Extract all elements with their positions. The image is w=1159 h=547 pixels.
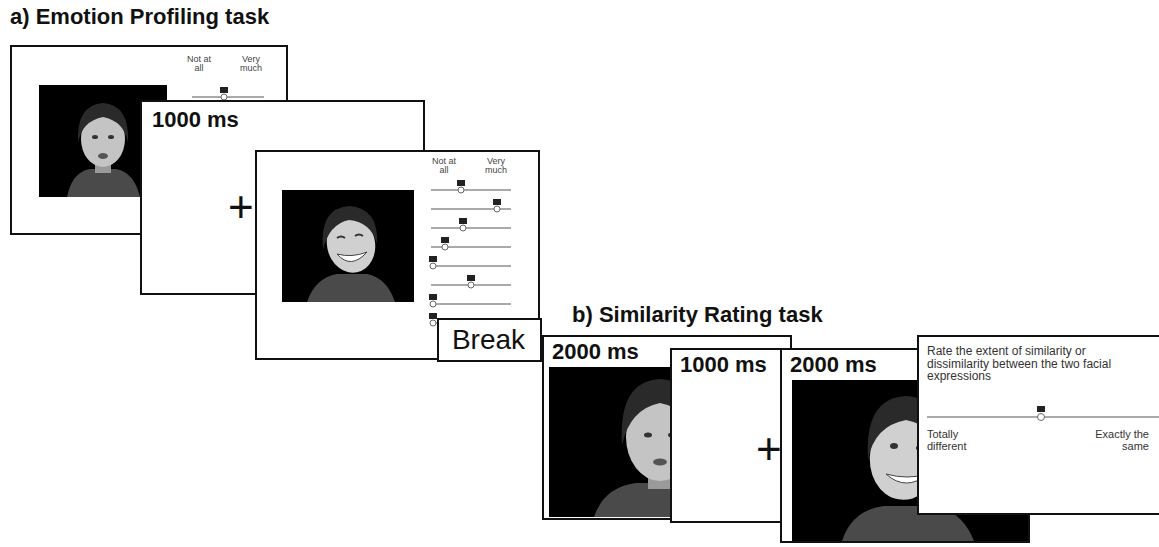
panel-title: a) Emotion Profiling task [10,4,269,30]
face-and-sliders-part [459,218,467,224]
rating-screen: Rate the extent of similarity or dissimi… [917,335,1159,515]
face-and-slider-part [192,96,264,98]
face-and-sliders-part [323,206,378,250]
face-and-sliders-part [458,187,464,193]
face-and-sliders-part [429,294,437,300]
face-and-sliders-part [429,313,437,319]
face-and-slider-part [220,87,228,93]
face-and-sliders-part [467,275,475,281]
duration-label: 2000 ms [790,353,877,376]
rating-slider-part [1038,414,1045,421]
face-and-sliders-part [441,237,449,243]
face-picture-part [653,459,667,466]
face-and-sliders-part [430,263,436,269]
face-and-sliders-part [337,252,367,262]
break-box: Break [437,318,542,362]
face-and-sliders-part [431,303,511,305]
duration-label: 1000 ms [680,353,767,376]
rating-slider-part [1037,406,1045,412]
face-and-slider-part [78,103,128,143]
face-and-sliders-part [430,187,500,326]
face-and-sliders-part [468,282,474,288]
face-and-sliders-part [282,190,414,302]
face-and-sliders-part [431,265,511,267]
face-and-slider-part [98,153,108,159]
face-and-sliders-part [355,235,363,237]
scale-label: Very much [479,157,513,176]
face-and-sliders-part [457,180,465,186]
face-and-slider-part [108,135,114,139]
scale-label: Very much [234,55,268,74]
face-and-sliders-part [431,189,511,191]
face-picture-part [644,433,652,438]
face-and-sliders-part [429,256,437,262]
face-and-sliders-part [307,274,395,302]
duration-label: 2000 ms [552,340,639,363]
rating-question: Rate the extent of similarity or dissimi… [927,345,1149,383]
face-and-sliders-part [460,225,466,231]
scale-label: Not at all [182,55,216,74]
face-and-sliders-part [430,320,436,326]
face-and-sliders-part [431,190,511,323]
face-and-sliders-part [493,199,501,205]
face-and-slider-part [92,135,98,139]
panel-title: b) Similarity Rating task [572,302,823,328]
fixation-cross: + [228,184,254,230]
face-and-sliders-part [337,237,345,239]
face-and-sliders-part [442,244,448,250]
face-and-sliders-part [431,227,511,229]
face-and-slider-part [67,169,140,197]
face-and-sliders-part [429,180,501,319]
fixation-cross: + [756,426,782,472]
break-label: Break [439,325,538,354]
duration-label: 1000 ms [152,108,239,131]
scale-label: Not at all [427,157,461,176]
face-picture-part [890,443,898,449]
face-and-sliders-part [494,206,500,212]
scale-label: Totally different [927,429,991,452]
face-and-sliders-part [430,301,436,307]
scale-label: Exactly the same [1079,429,1149,452]
